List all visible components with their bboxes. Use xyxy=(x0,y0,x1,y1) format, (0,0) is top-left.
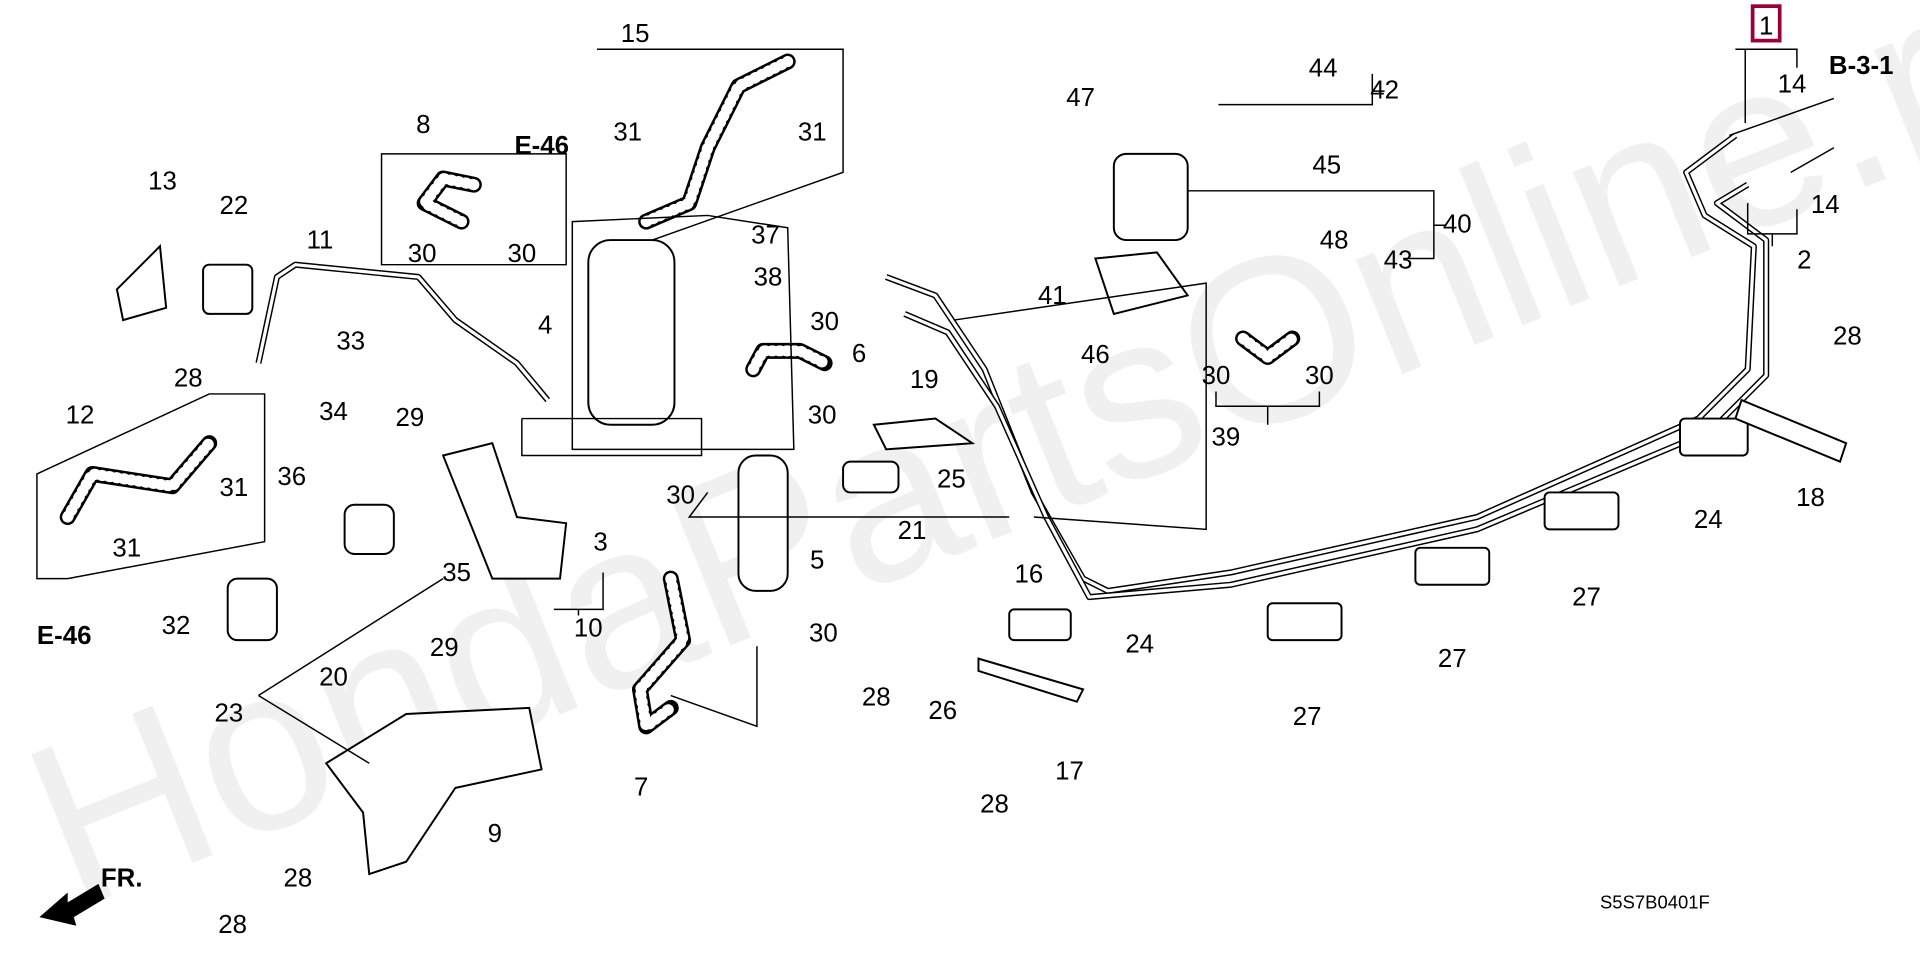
callout-18[interactable]: 18 xyxy=(1796,484,1825,512)
fuel-filter xyxy=(587,239,676,426)
callout-30[interactable]: 30 xyxy=(507,240,536,268)
callout-32[interactable]: 32 xyxy=(162,612,191,640)
callout-31[interactable]: 31 xyxy=(798,118,827,146)
callout-46[interactable]: 46 xyxy=(1081,341,1110,369)
callout-2[interactable]: 2 xyxy=(1797,246,1811,274)
callout-30[interactable]: 30 xyxy=(1305,362,1334,390)
callout-1[interactable]: 1 xyxy=(1759,12,1773,40)
front-marker: FR. xyxy=(39,864,143,926)
leader-lines xyxy=(36,48,1835,764)
callout-6[interactable]: 6 xyxy=(852,340,866,368)
ref-label-b31[interactable]: B-3-1 xyxy=(1829,52,1894,80)
fuel-pulsation-damper xyxy=(737,454,789,592)
callout-48[interactable]: 48 xyxy=(1320,227,1349,255)
pressure-regulator xyxy=(1112,152,1189,242)
callout-30[interactable]: 30 xyxy=(666,482,695,510)
callout-44[interactable]: 44 xyxy=(1309,54,1338,82)
callout-43[interactable]: 43 xyxy=(1384,246,1413,274)
callout-9[interactable]: 9 xyxy=(488,820,502,848)
ref-label-e46-top[interactable]: E-46 xyxy=(514,132,569,160)
callout-31[interactable]: 31 xyxy=(613,118,642,146)
callout-31[interactable]: 31 xyxy=(112,534,141,562)
callout-15[interactable]: 15 xyxy=(621,20,650,48)
callout-5[interactable]: 5 xyxy=(810,547,824,575)
callout-3[interactable]: 3 xyxy=(593,528,607,556)
callout-41[interactable]: 41 xyxy=(1038,282,1067,310)
callout-21[interactable]: 21 xyxy=(898,517,927,545)
callout-33[interactable]: 33 xyxy=(336,328,365,356)
callout-42[interactable]: 42 xyxy=(1370,76,1399,104)
front-arrow-icon xyxy=(39,883,105,926)
callout-4[interactable]: 4 xyxy=(538,312,552,340)
callout-24[interactable]: 24 xyxy=(1694,506,1723,534)
callout-27[interactable]: 27 xyxy=(1293,703,1322,731)
callout-30[interactable]: 30 xyxy=(810,308,839,336)
callout-8[interactable]: 8 xyxy=(416,111,430,139)
callout-28[interactable]: 28 xyxy=(1833,323,1862,351)
highlighted-callout[interactable]: 1 xyxy=(1750,4,1782,43)
callout-28[interactable]: 28 xyxy=(862,683,891,711)
callout-29[interactable]: 29 xyxy=(395,404,424,432)
callout-30[interactable]: 30 xyxy=(408,240,437,268)
callout-39[interactable]: 39 xyxy=(1211,424,1240,452)
front-label: FR. xyxy=(101,864,143,892)
callout-28[interactable]: 28 xyxy=(980,791,1009,819)
callout-27[interactable]: 27 xyxy=(1438,645,1467,673)
callout-13[interactable]: 13 xyxy=(148,168,177,196)
callout-28[interactable]: 28 xyxy=(218,911,247,939)
callout-22[interactable]: 22 xyxy=(219,192,248,220)
callout-29[interactable]: 29 xyxy=(430,634,459,662)
callout-36[interactable]: 36 xyxy=(277,463,306,491)
callout-20[interactable]: 20 xyxy=(319,664,348,692)
callout-10[interactable]: 10 xyxy=(574,614,603,642)
hoses xyxy=(59,53,1301,735)
callout-26[interactable]: 26 xyxy=(928,697,957,725)
callout-47[interactable]: 47 xyxy=(1066,84,1095,112)
highlight-box xyxy=(1750,4,1782,43)
callout-30[interactable]: 30 xyxy=(1202,362,1231,390)
callout-19[interactable]: 19 xyxy=(910,366,939,394)
callout-30[interactable]: 30 xyxy=(808,401,837,429)
ref-label-e46-left[interactable]: E-46 xyxy=(37,622,92,650)
callout-40[interactable]: 40 xyxy=(1443,211,1472,239)
callout-25[interactable]: 25 xyxy=(937,465,966,493)
callout-12[interactable]: 12 xyxy=(66,401,95,429)
callout-38[interactable]: 38 xyxy=(754,264,783,292)
callout-28[interactable]: 28 xyxy=(174,365,203,393)
callout-28[interactable]: 28 xyxy=(283,864,312,892)
diagram-code: S5S7B0401F xyxy=(1600,892,1710,913)
callout-14[interactable]: 14 xyxy=(1778,70,1807,98)
callout-14[interactable]: 14 xyxy=(1811,191,1840,219)
bracket-3 xyxy=(441,442,568,580)
bracket-9 xyxy=(324,706,543,876)
callout-23[interactable]: 23 xyxy=(215,699,244,727)
components xyxy=(115,152,1848,876)
callout-11[interactable]: 11 xyxy=(307,227,334,255)
callout-16[interactable]: 16 xyxy=(1015,560,1044,588)
callout-24[interactable]: 24 xyxy=(1125,630,1154,658)
callout-17[interactable]: 17 xyxy=(1055,757,1084,785)
callout-27[interactable]: 27 xyxy=(1572,584,1601,612)
reference-labels: E-46 E-46 B-3-1 xyxy=(37,52,1894,650)
callout-7[interactable]: 7 xyxy=(634,773,648,801)
callout-45[interactable]: 45 xyxy=(1312,152,1341,180)
callout-31[interactable]: 31 xyxy=(219,474,248,502)
callout-35[interactable]: 35 xyxy=(442,559,471,587)
callout-34[interactable]: 34 xyxy=(319,398,348,426)
callout-30[interactable]: 30 xyxy=(809,619,838,647)
callout-37[interactable]: 37 xyxy=(751,222,780,250)
